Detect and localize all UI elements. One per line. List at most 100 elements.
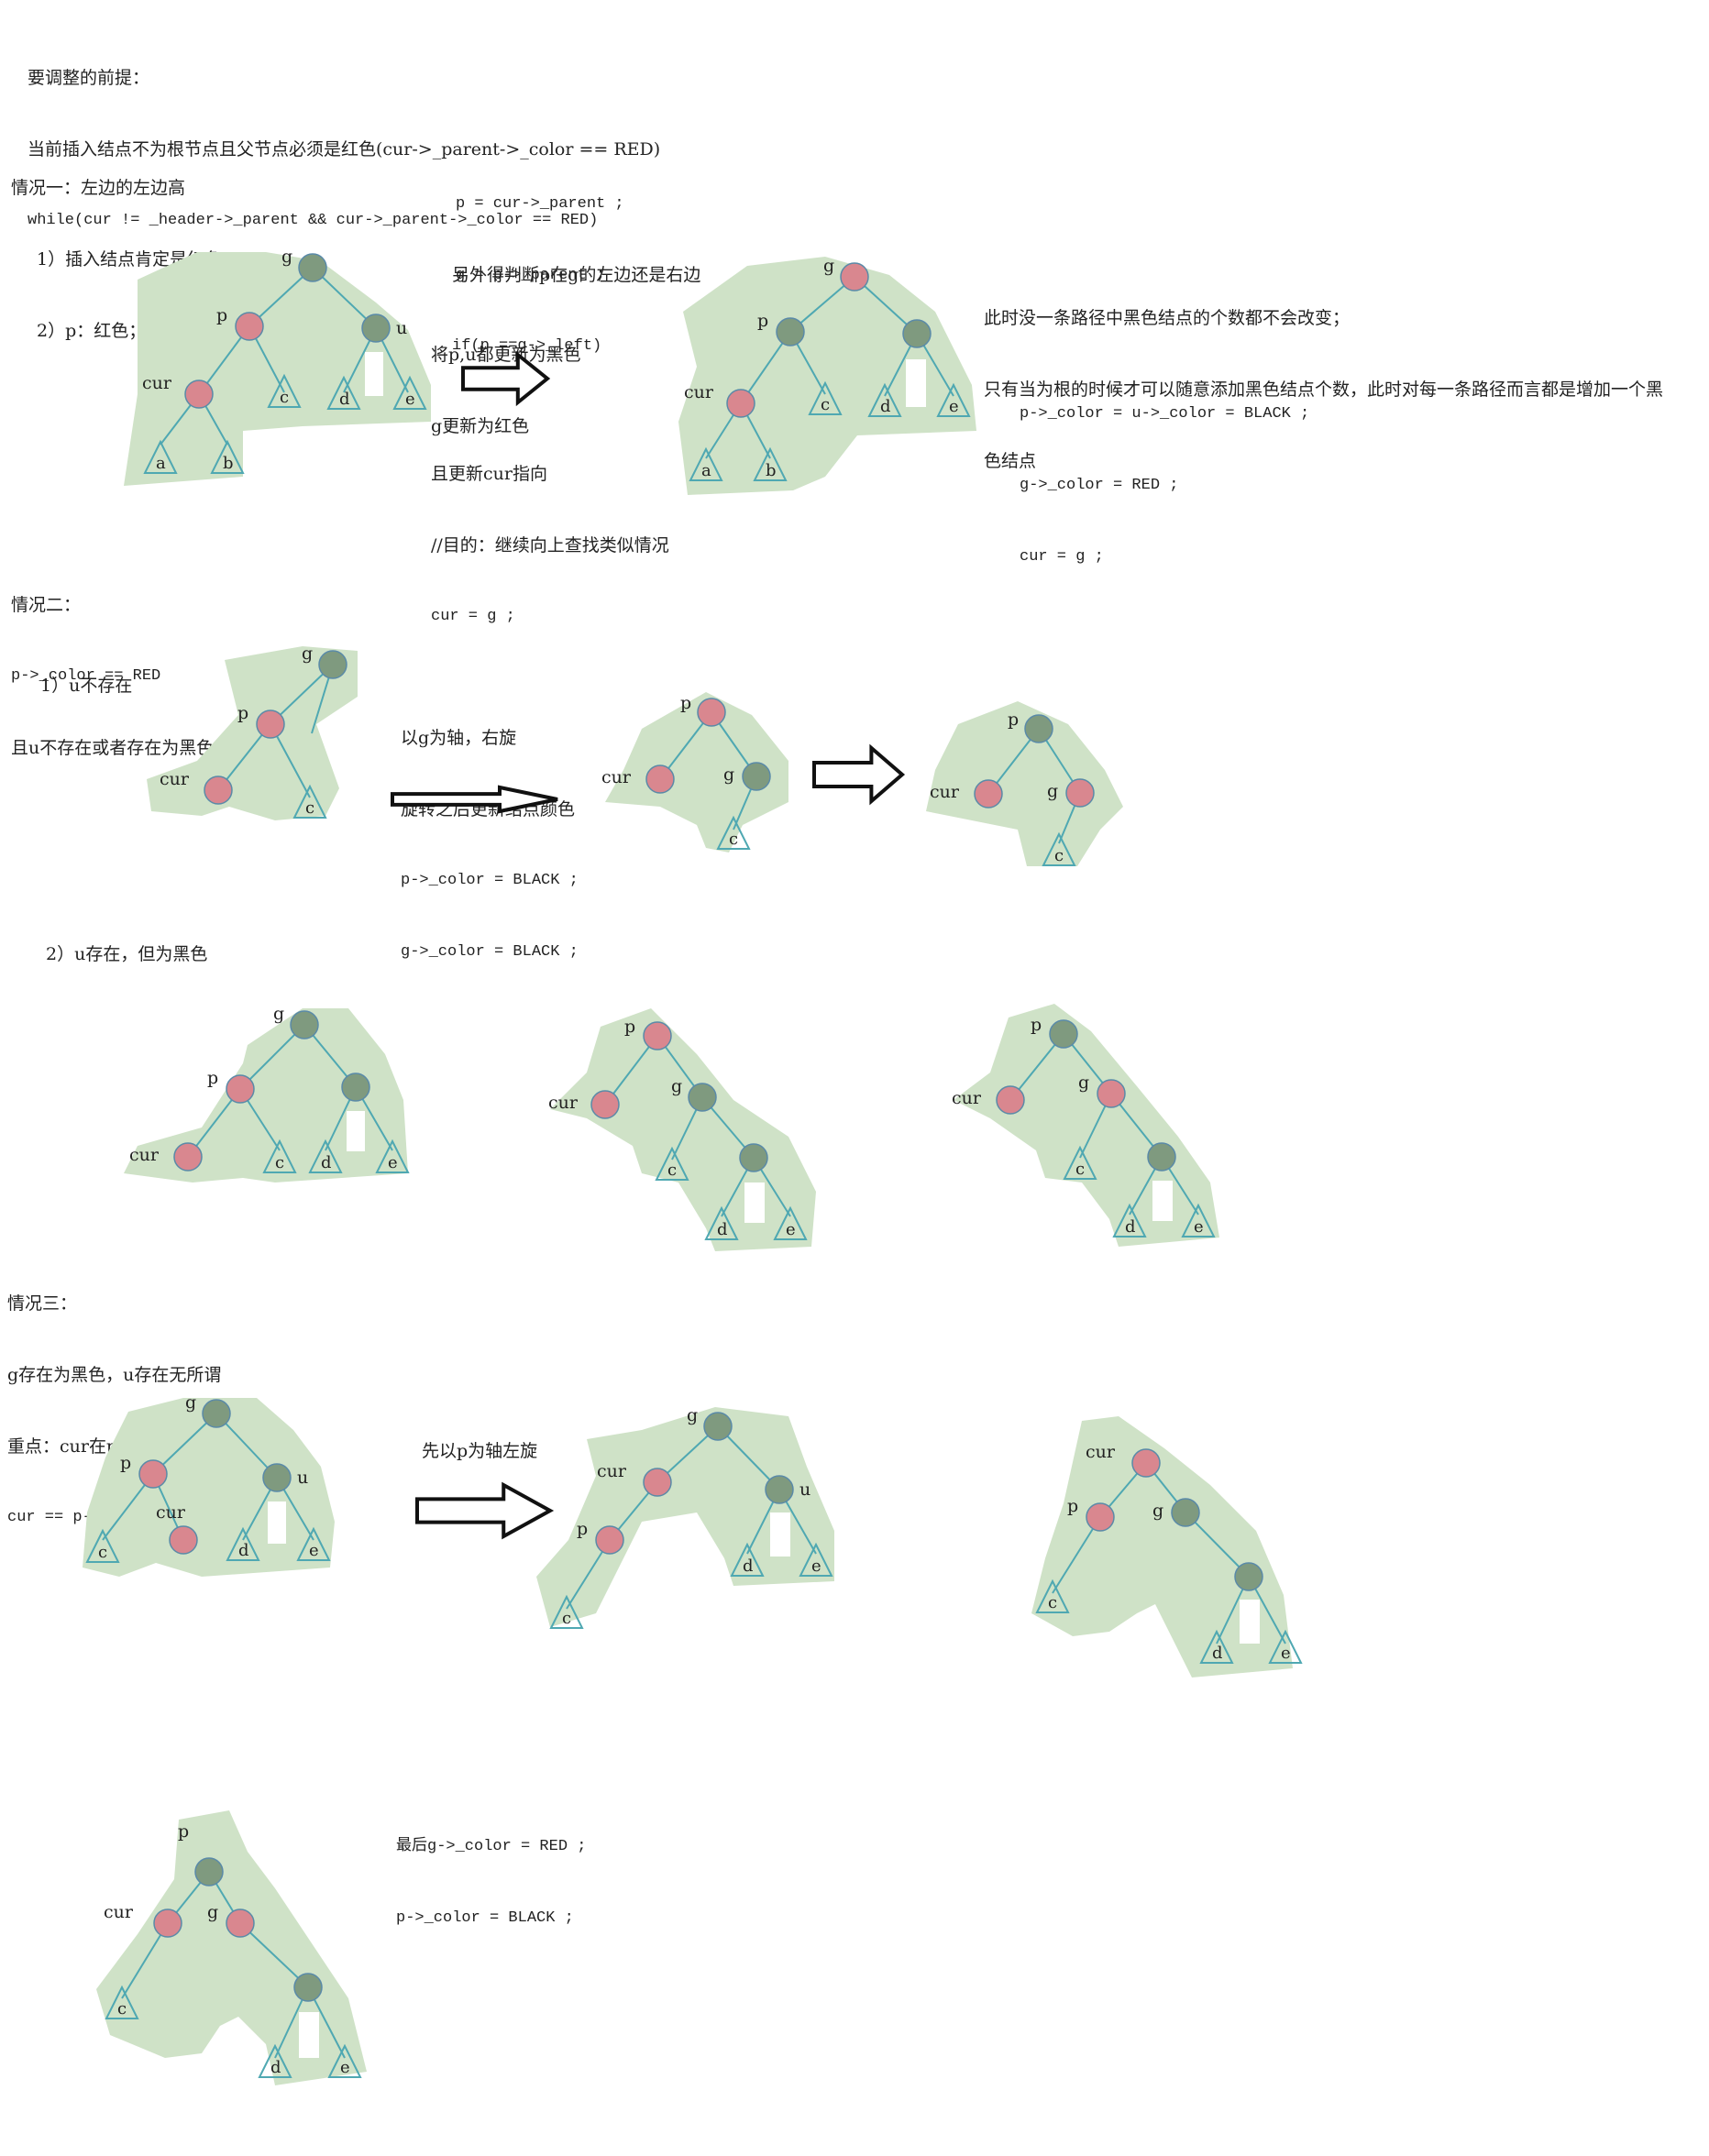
red-node: [204, 776, 233, 805]
subtree-triangle: [226, 1526, 260, 1561]
black-node: [765, 1475, 794, 1504]
node-label-g: g: [281, 247, 292, 267]
case1-note5: 且更新cur指向: [431, 464, 547, 484]
case1-explain2: 只有当为根的时候才可以随意添加黑色结点个数，此时对每一条路径而言都是增加一个黑: [984, 380, 1664, 400]
black-node: [739, 1143, 768, 1172]
case1-code3: p->_color = u->_color = BLACK ;: [1020, 405, 1310, 423]
tree-background: [124, 1008, 408, 1182]
tree-background: [147, 646, 358, 820]
case1-code-block-2: p->_color = u->_color = BLACK ; g->_colo…: [1020, 355, 1309, 593]
subtree-triangle: [308, 1138, 343, 1173]
case2-rot1: 以g为轴，右旋: [401, 728, 517, 748]
node-label-g: g: [273, 1004, 284, 1024]
case1-explain3: 色结点: [984, 451, 1037, 471]
node-label-cur: cur: [156, 1502, 186, 1523]
black-node: [1024, 714, 1053, 743]
placeholder-box: [268, 1502, 286, 1544]
intro-line2: while(cur != _header->_parent && cur->_p…: [28, 212, 599, 229]
subtree-label-e: e: [1281, 1644, 1291, 1663]
subtree-triangle: [105, 1985, 139, 2019]
subtree-label-c: c: [98, 1543, 107, 1562]
black-node: [902, 319, 932, 348]
black-node: [776, 317, 805, 346]
subtree-triangle: [1181, 1203, 1216, 1238]
case2-rot3: p->_color = BLACK ;: [401, 872, 579, 889]
subtree-label-c: c: [729, 830, 738, 849]
placeholder-box: [1152, 1181, 1173, 1221]
black-node: [341, 1072, 370, 1102]
black-node: [194, 1857, 224, 1886]
subtree-label-c: c: [562, 1609, 571, 1628]
black-node: [298, 253, 327, 282]
subtree-triangle: [799, 1542, 833, 1577]
case1-code2: g = p->_parent ;: [456, 267, 606, 284]
placeholder-box: [744, 1182, 765, 1223]
subtree-label-c: c: [275, 1153, 284, 1172]
placeholder-box: [365, 352, 383, 396]
black-node: [1171, 1498, 1200, 1527]
subtree-label-e: e: [405, 390, 415, 409]
node-label-cur: cur: [129, 1145, 160, 1165]
black-node: [1234, 1562, 1263, 1591]
black-node: [262, 1463, 292, 1492]
subtree-triangle: [936, 382, 971, 417]
placeholder-box: [347, 1111, 365, 1151]
red-node: [1131, 1448, 1161, 1478]
node-label-cur: cur: [142, 373, 172, 393]
red-node: [645, 764, 675, 794]
node-label-g: g: [207, 1902, 218, 1922]
case1-code4: g->_color = RED ;: [1020, 477, 1179, 494]
subtree-label-d: d: [880, 397, 891, 416]
node-label-g: g: [302, 644, 313, 664]
red-node: [173, 1142, 203, 1172]
subtree-label-a: a: [701, 461, 711, 480]
subtree-label-c: c: [1048, 1593, 1057, 1612]
red-node: [1065, 778, 1095, 808]
subtree-label-d: d: [1212, 1644, 1223, 1663]
subtree-triangle: [1035, 1578, 1070, 1613]
red-node: [226, 1908, 255, 1938]
tree-edge: [215, 1413, 278, 1479]
subtree-triangle: [375, 1138, 410, 1173]
case1-explain-block: 此时没一条路径中黑色结点的个数都不会改变； 只有当为根的时候才可以随意添加黑色结…: [984, 258, 1663, 497]
node-label-p: p: [680, 693, 691, 713]
node-label-g: g: [823, 256, 834, 276]
case2-cond1: p->_color == RED: [11, 667, 161, 685]
node-label-u: u: [799, 1480, 810, 1500]
subtree-triangle: [210, 439, 245, 474]
node-label-g: g: [1078, 1072, 1089, 1093]
tree-edge: [121, 1922, 169, 1999]
node-label-g: g: [185, 1392, 196, 1413]
subtree-triangle: [267, 373, 302, 408]
case3-final2: p->_color = BLACK ;: [396, 1909, 574, 1927]
red-node: [184, 380, 214, 409]
node-label-p: p: [178, 1821, 189, 1842]
subtree-label-e: e: [811, 1556, 821, 1576]
case3-final1: 最后g->_color = RED ;: [396, 1838, 587, 1855]
red-node: [226, 1074, 255, 1104]
node-label-g: g: [723, 764, 734, 785]
subtree-triangle: [773, 1205, 808, 1240]
subtree-triangle: [262, 1138, 297, 1173]
case2-rot4: g->_color = BLACK ;: [401, 943, 579, 961]
black-node: [318, 650, 347, 679]
node-label-cur: cur: [930, 782, 960, 802]
tree-background: [678, 257, 976, 495]
subtree-label-c: c: [821, 395, 830, 414]
subtree-label-e: e: [309, 1541, 319, 1560]
black-node: [1049, 1019, 1078, 1049]
subtree-label-b: b: [223, 454, 234, 473]
case1-note7: cur = g ;: [431, 608, 515, 625]
intro-block: 要调整的前提： 当前插入结点不为根节点且父节点必须是红色(cur->_paren…: [28, 18, 660, 257]
node-label-p: p: [207, 1068, 218, 1088]
node-label-cur: cur: [104, 1902, 134, 1922]
node-label-u: u: [396, 318, 407, 338]
red-node: [726, 389, 755, 418]
case1-code5: cur = g ;: [1020, 548, 1104, 566]
node-label-p: p: [1008, 710, 1019, 730]
subtree-triangle: [655, 1146, 689, 1181]
node-label-p: p: [237, 703, 248, 723]
subtree-label-e: e: [786, 1220, 796, 1239]
placeholder-box: [770, 1512, 790, 1556]
